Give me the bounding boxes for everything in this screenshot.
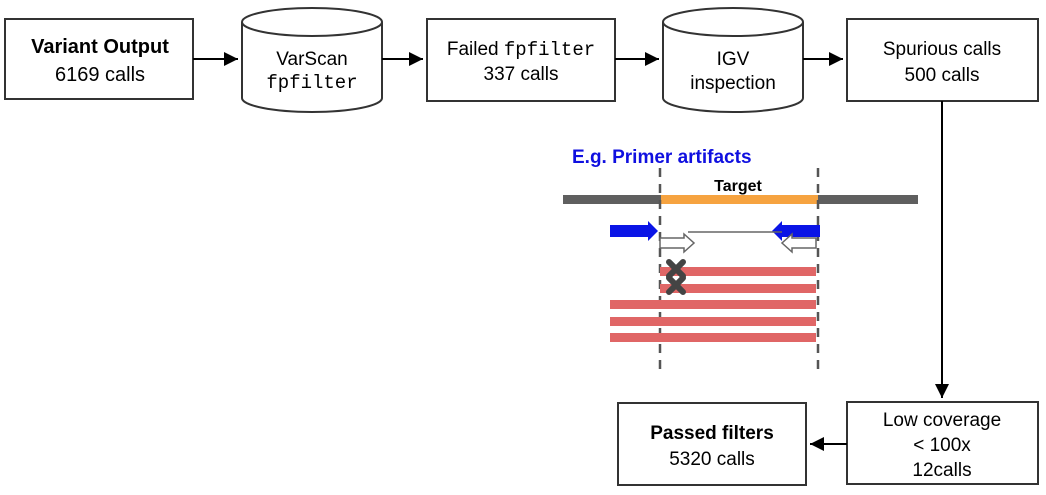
- igv-inspection-label: inspection: [690, 73, 776, 94]
- variant-output-count: 6169 calls: [55, 64, 145, 86]
- read-5: [610, 333, 816, 342]
- target-label: Target: [714, 178, 762, 195]
- varscan-label: VarScan: [276, 49, 347, 70]
- failed-fpfilter-count: 337 calls: [484, 64, 559, 85]
- low-coverage-title: Low coverage: [883, 410, 1001, 431]
- varscan-fpfilter-label: fpfilter: [266, 72, 357, 94]
- amplicon-forward-arrow: [659, 232, 696, 254]
- cross-mark-icon: [666, 259, 686, 279]
- passed-filters-title: Passed filters: [650, 423, 774, 444]
- reference-right: [818, 195, 918, 204]
- varscan-cylinder: VarScan fpfilter: [241, 7, 383, 113]
- variant-output-box: Variant Output 6169 calls: [4, 18, 194, 100]
- read-1: [660, 267, 816, 276]
- read-4: [610, 317, 816, 326]
- failed-fpfilter-title: Failed fpfilter: [447, 39, 595, 61]
- failed-fpfilter-box: Failed fpfilter 337 calls: [426, 18, 616, 102]
- reverse-primer: [772, 221, 820, 241]
- low-coverage-count: 12calls: [912, 460, 971, 481]
- spurious-calls-box: Spurious calls 500 calls: [846, 18, 1039, 102]
- read-3: [610, 300, 816, 309]
- amplicon-reverse-arrow: [780, 232, 817, 254]
- igv-cylinder: IGV inspection: [662, 7, 804, 113]
- low-coverage-box: Low coverage < 100x 12calls: [846, 401, 1039, 485]
- spurious-calls-title: Spurious calls: [883, 39, 1001, 60]
- forward-primer: [610, 221, 658, 241]
- target-region: [661, 195, 818, 204]
- cross-mark-icon: [666, 275, 686, 295]
- primer-artifact-inset: E.g. Primer artifacts Target: [563, 147, 918, 372]
- inset-title: E.g. Primer artifacts: [572, 147, 752, 168]
- low-coverage-threshold: < 100x: [913, 435, 971, 456]
- variant-output-title: Variant Output: [31, 36, 169, 58]
- reference-left: [563, 195, 661, 204]
- passed-filters-count: 5320 calls: [669, 449, 755, 470]
- read-2: [660, 284, 816, 293]
- passed-filters-box: Passed filters 5320 calls: [617, 402, 807, 486]
- igv-label: IGV: [717, 49, 750, 70]
- spurious-calls-count: 500 calls: [905, 65, 980, 86]
